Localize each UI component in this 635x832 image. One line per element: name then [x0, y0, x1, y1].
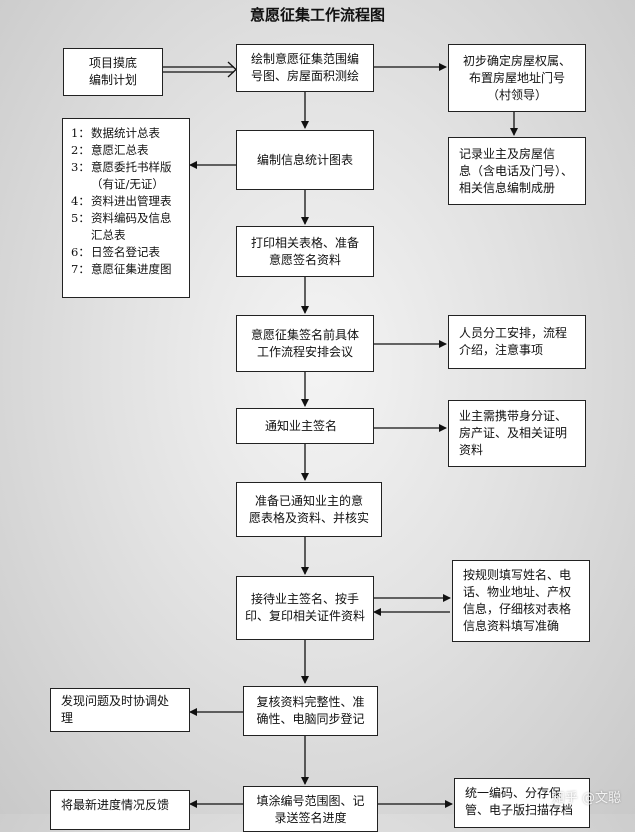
box-draw: 绘制意愿征集范围编 号图、房屋面积测绘 [236, 44, 374, 92]
list-item: 5：资料编码及信息 汇总表 [71, 210, 181, 244]
diagram-title: 意愿征集工作流程图 [249, 6, 385, 24]
box-meeting: 意愿征集签名前具体 工作流程安排会议 [236, 315, 374, 372]
list-item-text: 意愿汇总表 [91, 143, 149, 157]
box-prepare-text: 准备已通知业主的意 愿表格及资料、并核实 [248, 493, 369, 525]
box-feedback-text: 将最新进度情况反馈 [61, 798, 170, 812]
list-item: 4：资料进出管理表 [71, 193, 181, 210]
box-notify: 通知业主签名 [236, 408, 374, 444]
box-issue-text: 发现问题及时协调处 理 [61, 694, 170, 725]
box-confirm-text: 初步确定房屋权属、 布置房屋地址门号 （村领导） [462, 53, 571, 102]
list-item-number: 7： [71, 262, 90, 276]
box-review: 复核资料完整性、准 确性、电脑同步登记 [243, 686, 378, 736]
box-fill-rule: 按规则填写姓名、电 话、物业地址、产权 信息，仔细核对表格 信息资料填写准确 [452, 560, 590, 642]
list-item-number: 6： [71, 245, 90, 259]
box-receive: 接待业主签名、按手 印、复印相关证件资料 [236, 576, 374, 640]
list-item-text: 意愿委托书样版 （有证/无证） [91, 160, 172, 191]
box-record-text: 记录业主及房屋信 息（含电话及门号）、 相关信息编制成册 [459, 146, 574, 195]
box-compile-text: 编制信息统计图表 [256, 152, 353, 167]
list-item-number: 4： [71, 194, 90, 208]
list-item: 3：意愿委托书样版 （有证/无证） [71, 159, 181, 193]
box-confirm: 初步确定房屋权属、 布置房屋地址门号 （村领导） [448, 44, 586, 112]
list-item-number: 2： [71, 143, 90, 157]
box-record: 记录业主及房屋信 息（含电话及门号）、 相关信息编制成册 [448, 137, 586, 205]
list-item: 7：意愿征集进度图 [71, 261, 181, 278]
box-compile: 编制信息统计图表 [236, 130, 374, 190]
list-item-text: 日签名登记表 [91, 245, 160, 259]
list-item: 6：日签名登记表 [71, 244, 181, 261]
list-item-text: 资料编码及信息 汇总表 [91, 211, 172, 242]
box-staff: 人员分工安排，流程 介绍，注意事项 [448, 315, 586, 369]
list-item: 1：数据统计总表 [71, 125, 181, 142]
box-fill-rule-text: 按规则填写姓名、电 话、物业地址、产权 信息，仔细核对表格 信息资料填写准确 [463, 568, 572, 633]
list-item-number: 1： [71, 126, 90, 140]
box-receive-text: 接待业主签名、按手 印、复印相关证件资料 [244, 592, 365, 623]
list-item-text: 数据统计总表 [91, 126, 160, 140]
box-fill-range: 填涂编号范围图、记 录送签名进度 [243, 786, 378, 832]
connector-arrows [163, 61, 518, 808]
list-item-number: 3： [71, 160, 90, 174]
box-bring-text: 业主需携带身分证、 房产证、及相关证明 资料 [459, 409, 568, 457]
list-item-text: 资料进出管理表 [91, 194, 172, 208]
box-notify-text: 通知业主签名 [265, 418, 338, 433]
box-print-text: 打印相关表格、准备 意愿签名资料 [250, 235, 359, 267]
arrow-plan-draw-head [227, 61, 237, 78]
box-plan: 项目摸底 编制计划 [63, 48, 163, 96]
box-prepare: 准备已通知业主的意 愿表格及资料、并核实 [236, 482, 382, 537]
box-print: 打印相关表格、准备 意愿签名资料 [236, 226, 374, 277]
list-item-text: 意愿征集进度图 [91, 262, 172, 276]
box-draw-text: 绘制意愿征集范围编 号图、房屋面积测绘 [250, 52, 359, 83]
list-item: 2：意愿汇总表 [71, 142, 181, 159]
box-meeting-text: 意愿征集签名前具体 工作流程安排会议 [250, 327, 359, 359]
watermark: 知乎 @文聪 [551, 791, 621, 806]
box-issue: 发现问题及时协调处 理 [50, 688, 190, 732]
box-staff-text: 人员分工安排，流程 介绍，注意事项 [459, 326, 568, 357]
box-review-text: 复核资料完整性、准 确性、电脑同步登记 [256, 695, 365, 726]
list-item-number: 5： [71, 211, 90, 225]
box-fill-range-text: 填涂编号范围图、记 录送签名进度 [256, 794, 365, 825]
box-bring: 业主需携带身分证、 房产证、及相关证明 资料 [448, 400, 586, 467]
box-plan-text: 项目摸底 编制计划 [88, 56, 137, 87]
box-feedback: 将最新进度情况反馈 [50, 790, 190, 830]
